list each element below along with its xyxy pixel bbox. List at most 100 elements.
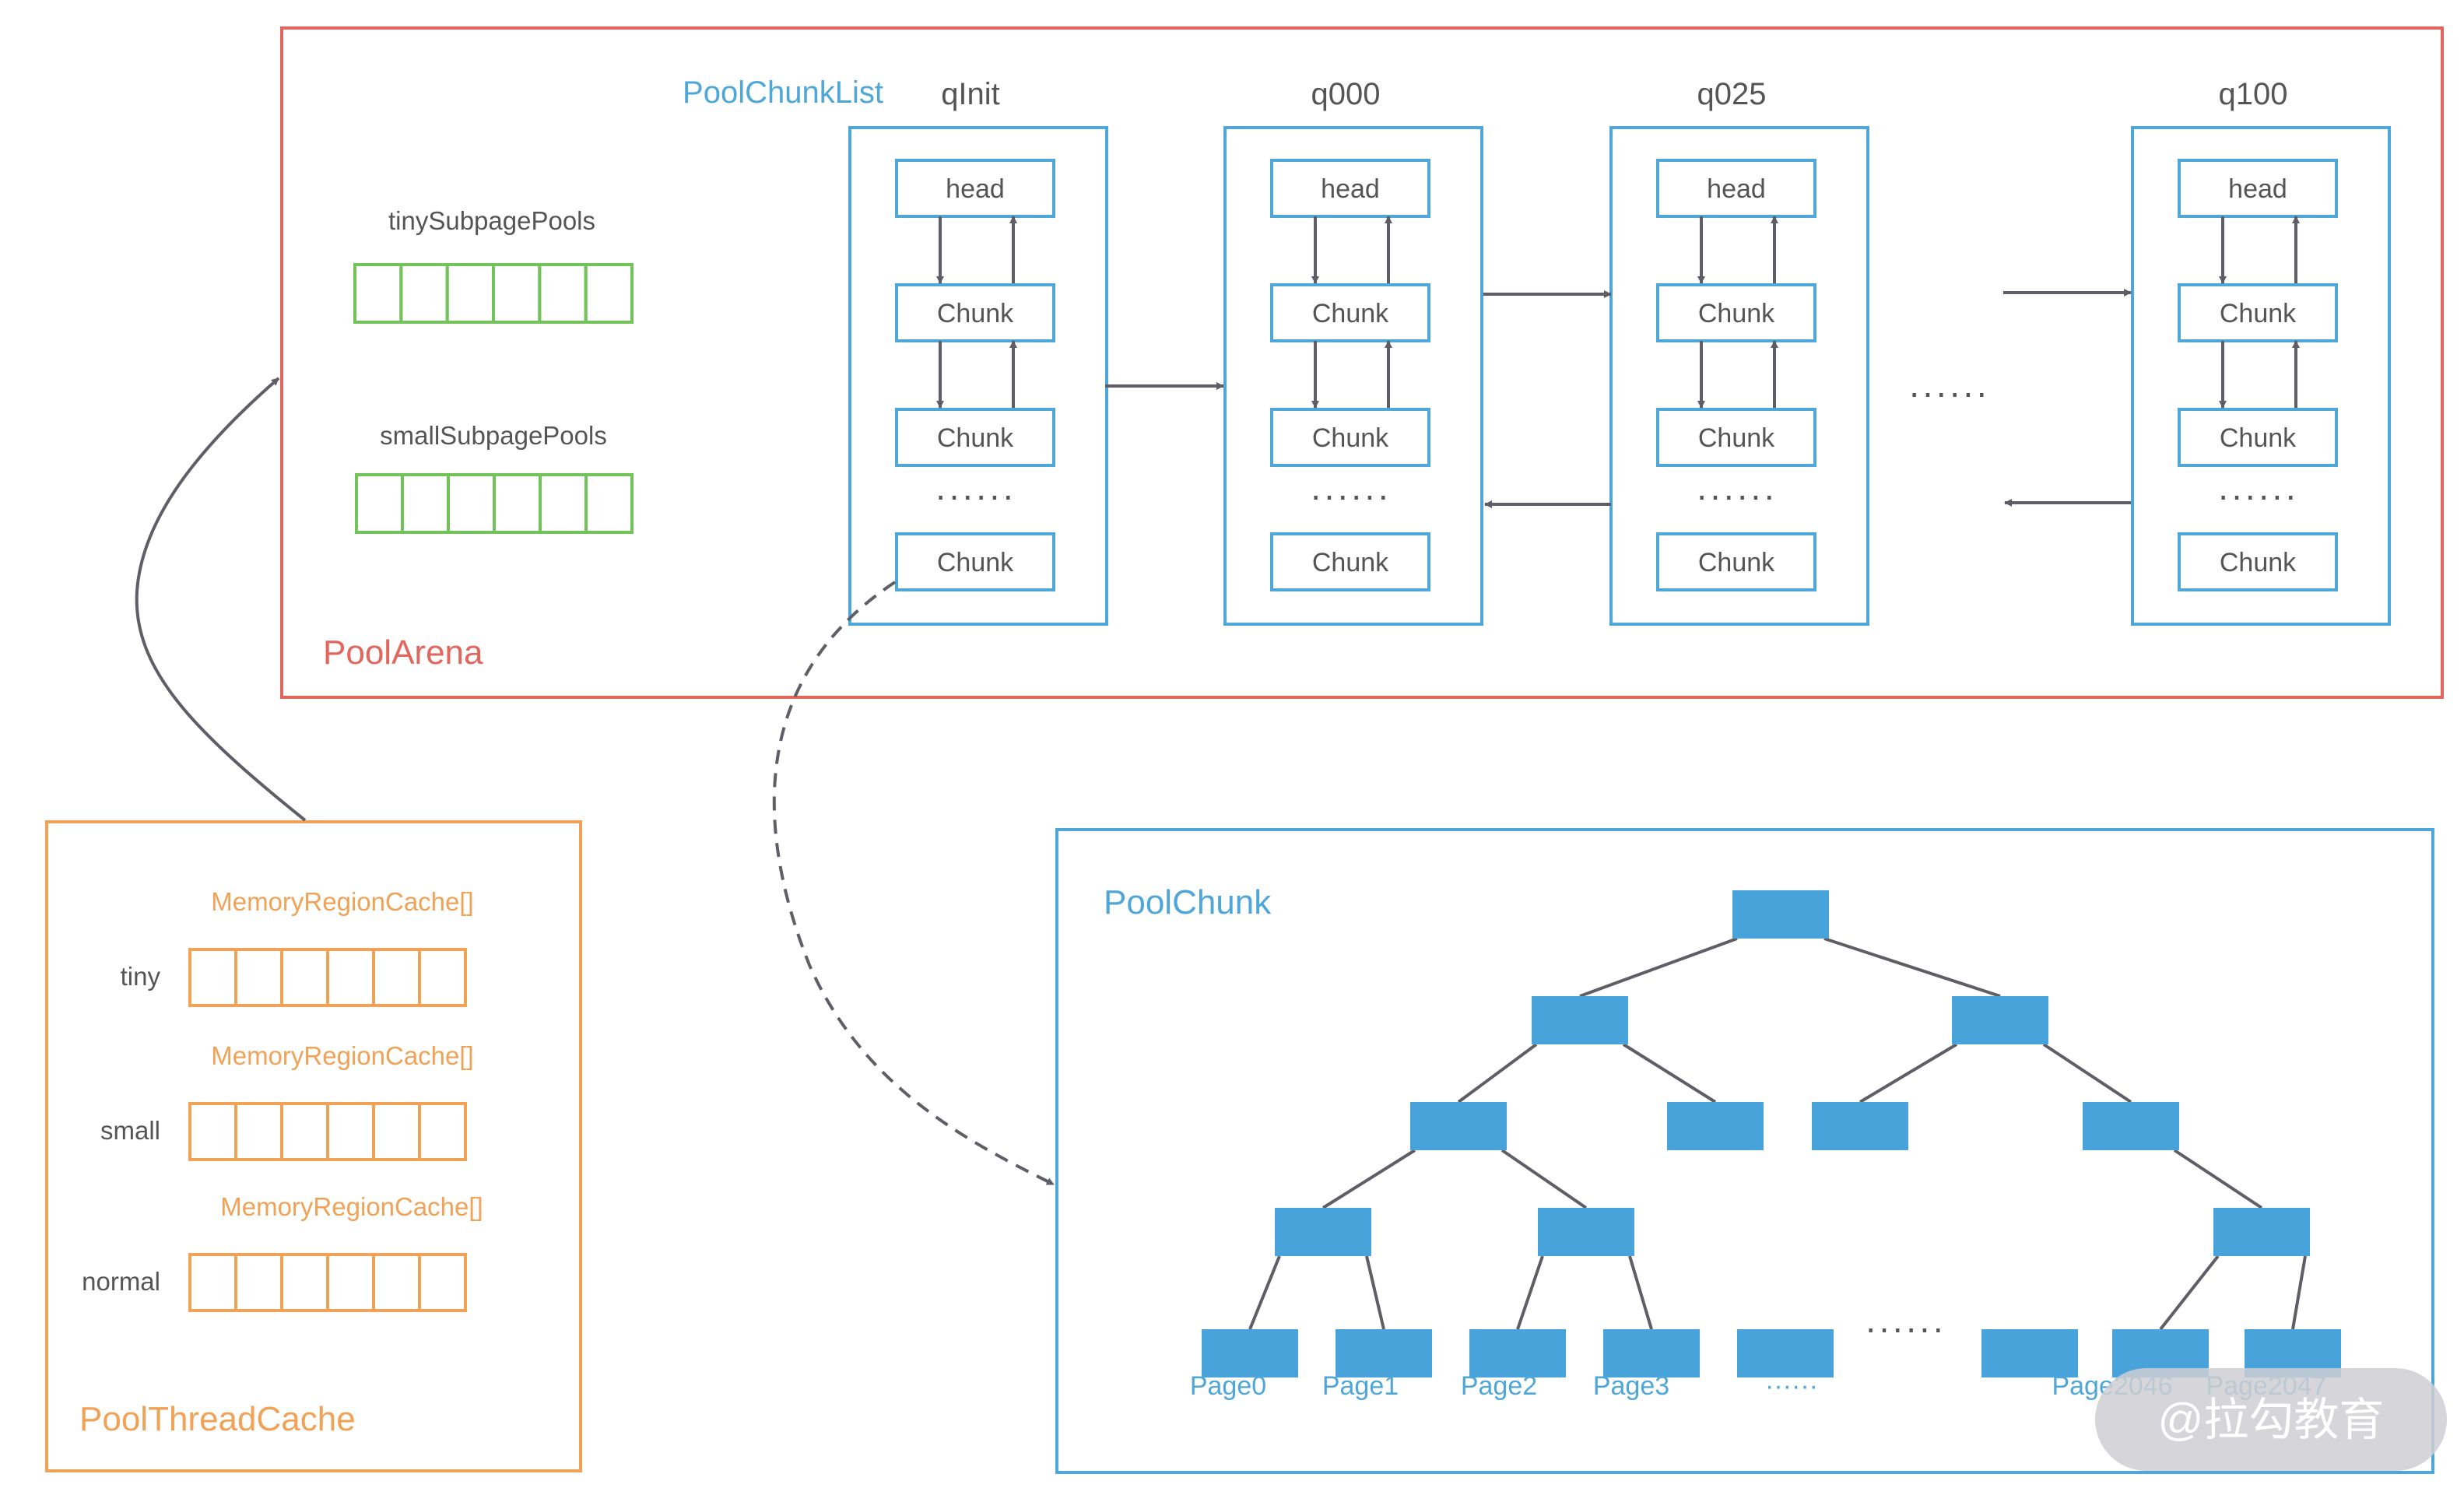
memory-region-cache-cell: [188, 1102, 237, 1161]
tree-edge: [2159, 1255, 2220, 1331]
small-subpage-pool-cell: [355, 473, 404, 534]
chunk-list-item-label: head: [946, 174, 1005, 204]
tree-node: [1410, 1102, 1507, 1150]
memory-region-cache-cell: [326, 948, 375, 1007]
memory-region-cache-label: tiny: [121, 962, 161, 991]
chunk-lists: qInitheadChunkChunk······Chunkq000headCh…: [848, 77, 2391, 626]
pool-chunk-list-label: PoolChunkList: [683, 75, 883, 110]
tree-node: [1732, 890, 1829, 939]
small-subpage-pool-cell: [401, 473, 450, 534]
memory-region-cache-cell: [188, 1253, 237, 1312]
tree-edge: [1501, 1149, 1588, 1209]
tree-edge: [1365, 1255, 1385, 1330]
chunk-list-item-label: Chunk: [1312, 548, 1389, 577]
memory-region-cache-cell: [326, 1102, 375, 1161]
chunk-list-box: [1223, 126, 1483, 626]
page-label: Page1: [1322, 1371, 1399, 1401]
memory-region-cache-cell: [280, 1253, 329, 1312]
chunk-list-item-label: Chunk: [937, 299, 1014, 328]
chunk-list-chunk: [895, 408, 1055, 467]
tiny-subpage-pool-cell: [353, 263, 403, 324]
memory-region-cache-title: MemoryRegionCache[]: [211, 1041, 473, 1070]
chunk-list-item-label: Chunk: [2220, 423, 2297, 453]
chunk-list-item-label: Chunk: [1698, 548, 1775, 577]
tree-edge: [1248, 1255, 1281, 1330]
tree-node: [1538, 1208, 1634, 1256]
leaf-page-node: [1981, 1329, 2078, 1377]
small-subpage-pool-cell: [447, 473, 496, 534]
between-lists-ellipsis: ······: [1908, 372, 1989, 412]
page-label: Page2: [1461, 1371, 1537, 1401]
memory-region-cache-small: MemoryRegionCache[]small: [100, 1041, 474, 1161]
memory-region-cache-label: normal: [82, 1267, 160, 1296]
tree-edge: [2291, 1255, 2307, 1330]
chunk-list-name: qInit: [941, 77, 1000, 111]
chunk-list-chunk: [895, 283, 1055, 342]
pool-thread-cache-box: [45, 820, 582, 1472]
pool-thread-cache-label: PoolThreadCache: [79, 1400, 356, 1438]
memory-region-cache-cell: [418, 1102, 467, 1161]
watermark-pill: [2095, 1368, 2447, 1471]
tree-edge: [2042, 1043, 2132, 1104]
chunk-list-chunk: [895, 532, 1055, 591]
watermark-text: @拉勾教育: [2158, 1395, 2385, 1445]
chunk-list-item-label: head: [1321, 174, 1380, 204]
tree-edge: [1622, 1043, 1717, 1104]
chunk-list-head: [895, 159, 1055, 218]
leaf-page-node: [1469, 1329, 1566, 1377]
memory-region-cache-tiny: MemoryRegionCache[]tiny: [121, 887, 474, 1007]
pool-arena-box: [280, 26, 2444, 699]
chunk-list-item-label: Chunk: [937, 423, 1014, 453]
chunk-list-item-label: Chunk: [2220, 299, 2297, 328]
memory-region-cache-cell: [280, 948, 329, 1007]
chunk-list-name: q000: [1311, 77, 1381, 111]
chunk-list-item-label: Chunk: [2220, 548, 2297, 577]
chunk-list-item-label: Chunk: [1312, 299, 1389, 328]
tree-edge: [1579, 937, 1738, 998]
leaf-page-node: [1202, 1329, 1298, 1377]
chunk-list-item-label: Chunk: [1698, 299, 1775, 328]
pool-chunk-box: [1055, 828, 2434, 1474]
memory-region-cache-cell: [234, 1253, 283, 1312]
tiny-subpage-pool-cell: [445, 263, 496, 324]
page-label: ······: [1765, 1371, 1818, 1401]
chunk-list-item-label: Chunk: [1312, 423, 1389, 453]
chunk-list-item-label: Chunk: [937, 548, 1014, 577]
leaf-page-node: [1336, 1329, 1432, 1377]
tree-edge: [1516, 1255, 1544, 1330]
tree-node: [2213, 1208, 2310, 1256]
chunk-list-ellipsis: ······: [2217, 475, 2298, 515]
tree-edge: [1823, 937, 2001, 998]
chunk-list-box: [1609, 126, 1869, 626]
chunk-list-head: [2178, 159, 2338, 218]
chunk-list-head: [1270, 159, 1430, 218]
memory-region-cache-cell: [234, 1102, 283, 1161]
chunk-tree: [1202, 890, 2341, 1377]
tree-node: [1275, 1208, 1371, 1256]
small-subpage-pool-cell: [584, 473, 634, 534]
memory-region-cache-cell: [326, 1253, 375, 1312]
leaf-page-node: [1737, 1329, 1834, 1377]
memory-region-cache-cell: [372, 948, 421, 1007]
memory-region-cache-cell: [418, 1253, 467, 1312]
chunk-list-chunk: [1270, 408, 1430, 467]
arrow-threadcache-to-arena: [135, 377, 307, 822]
page-label: Page0: [1190, 1371, 1266, 1401]
small-subpage-pool-cell: [493, 473, 542, 534]
tree-node: [1667, 1102, 1764, 1150]
memory-region-cache-cell: [418, 948, 467, 1007]
pool-chunk-label: PoolChunk: [1104, 883, 1272, 921]
chunk-list-item-label: head: [2228, 174, 2287, 204]
chunk-list-chunk: [1656, 283, 1816, 342]
tree-edge: [1628, 1255, 1653, 1330]
chunk-list-name: q100: [2219, 77, 2288, 111]
page-label: Page3: [1593, 1371, 1669, 1401]
chunk-list-ellipsis: ······: [1696, 475, 1777, 515]
tree-edge: [2173, 1149, 2263, 1209]
leaf-ellipsis: ······: [1865, 1307, 1946, 1348]
tiny-subpage-pools-array: [353, 263, 634, 324]
memory-region-cache-cell: [188, 948, 237, 1007]
